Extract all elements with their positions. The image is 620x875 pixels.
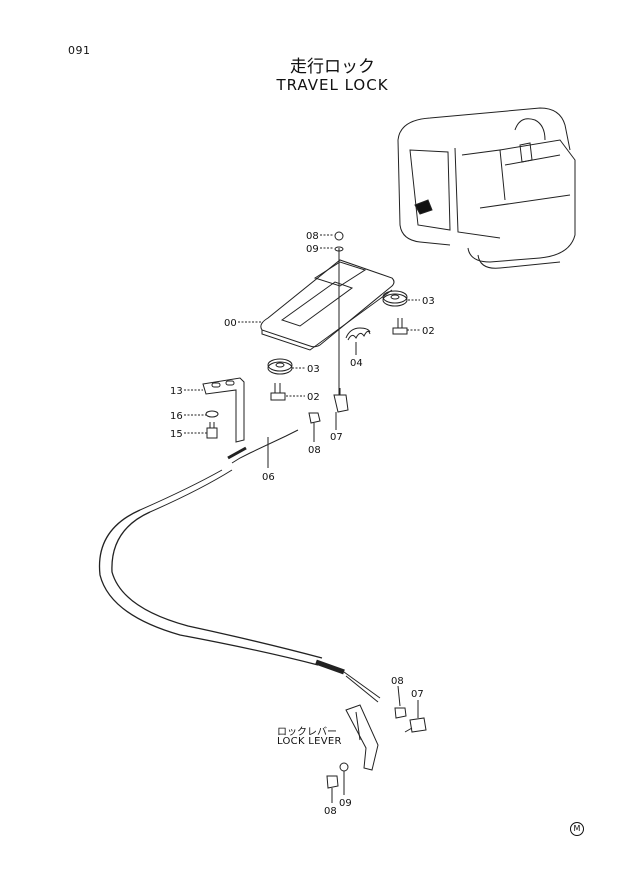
callout-15: 15 xyxy=(170,429,183,440)
lock-lever-label-en: LOCK LEVER xyxy=(277,736,342,747)
title-english: TRAVEL LOCK xyxy=(276,76,389,94)
callout-09: 09 xyxy=(306,244,319,255)
callout-16: 16 xyxy=(170,411,183,422)
corner-mark: M xyxy=(570,822,584,836)
machine-cab-illustration xyxy=(397,107,576,269)
callout-02: 02 xyxy=(307,392,320,403)
callout-08: 08 xyxy=(306,231,319,242)
callout-04: 04 xyxy=(350,358,363,369)
callout-08: 08 xyxy=(308,445,321,456)
callout-03: 03 xyxy=(422,296,435,307)
callout-02: 02 xyxy=(422,326,435,337)
callout-08: 08 xyxy=(324,806,337,817)
callout-07: 07 xyxy=(330,432,343,443)
callout-06: 06 xyxy=(262,472,275,483)
callout-07: 07 xyxy=(411,689,424,700)
plate-00 xyxy=(260,259,395,351)
callout-09: 09 xyxy=(339,798,352,809)
bracket-13 xyxy=(202,377,245,443)
callout-13: 13 xyxy=(170,386,183,397)
lock-lever xyxy=(345,704,379,771)
callout-00: 00 xyxy=(224,318,237,329)
title-japanese: 走行ロック xyxy=(290,57,375,77)
page-number: 091 xyxy=(68,44,91,57)
callout-08: 08 xyxy=(391,676,404,687)
lock-lever-label-jp: ロックレバー xyxy=(277,727,337,738)
callout-03: 03 xyxy=(307,364,320,375)
